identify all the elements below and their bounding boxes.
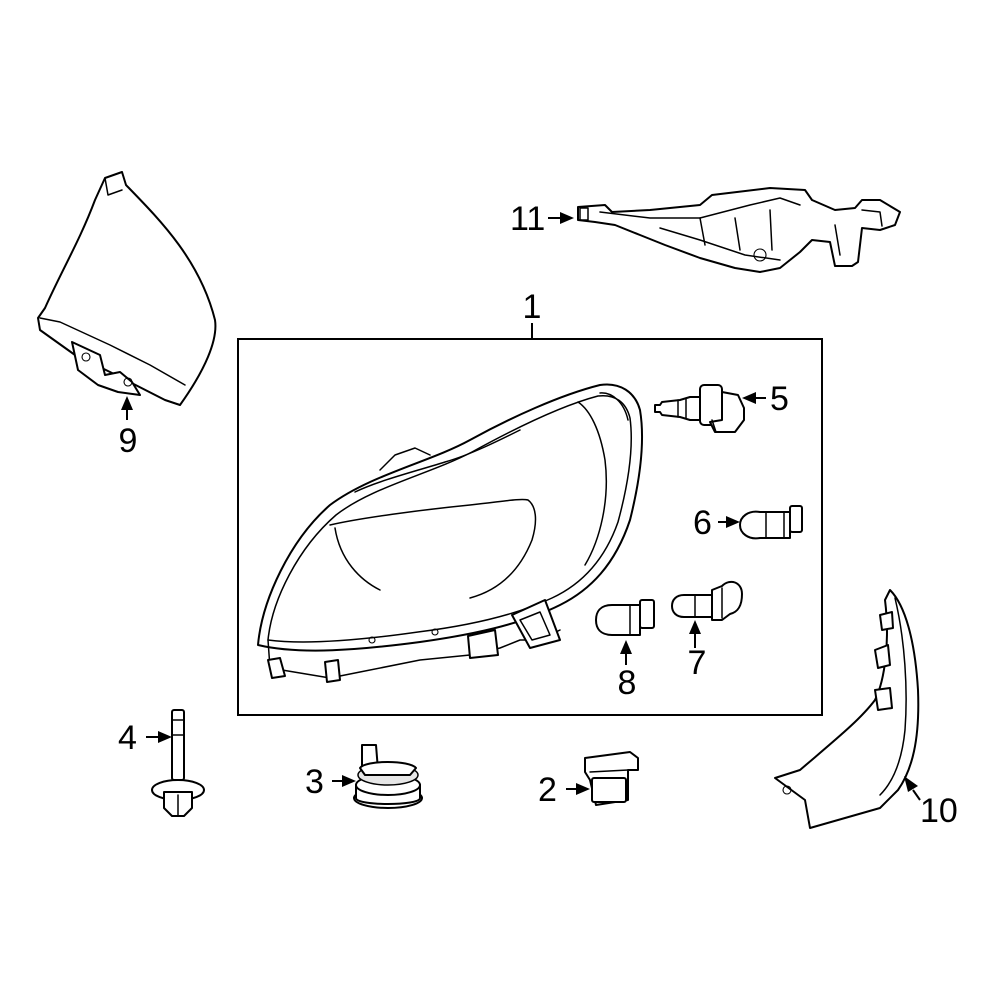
- trim-10: [774, 589, 920, 829]
- callout-10-arrowhead: [904, 776, 918, 792]
- assembly-box: [237, 338, 823, 716]
- callout-8: 8: [618, 664, 637, 702]
- side-panel-9: [37, 171, 217, 406]
- callout-11: 11: [510, 200, 545, 238]
- callout-5: 5: [770, 380, 789, 418]
- callout-11-arrowhead: [560, 212, 574, 224]
- callout-7-arrowhead: [689, 620, 701, 634]
- bulb-8: [595, 599, 655, 636]
- callout-3: 3: [305, 763, 324, 801]
- bulb-6: [739, 505, 803, 540]
- callout-2-arrowhead: [576, 783, 590, 795]
- headlamp-assembly: [257, 383, 643, 683]
- grommet-3: [353, 744, 423, 809]
- callout-10-leader: [912, 789, 921, 801]
- callout-3-arrowhead: [342, 775, 356, 787]
- callout-10: 10: [920, 792, 958, 830]
- callout-9: 9: [119, 422, 138, 460]
- callout-4-arrowhead: [158, 731, 172, 743]
- callout-1: 1: [523, 288, 542, 326]
- callout-5-arrowhead: [742, 392, 756, 404]
- bolt-4: [151, 709, 205, 817]
- bulb-7: [671, 580, 743, 621]
- callout-8-arrowhead: [620, 640, 632, 654]
- bracket-11: [577, 187, 901, 273]
- callout-4: 4: [118, 719, 137, 757]
- callout-6: 6: [693, 504, 712, 542]
- callout-7: 7: [688, 644, 707, 682]
- headlamp-bulb: [654, 384, 745, 433]
- clip-2: [584, 751, 639, 806]
- callout-9-arrowhead: [121, 396, 133, 410]
- callout-6-arrowhead: [726, 516, 740, 528]
- callout-2: 2: [538, 771, 557, 809]
